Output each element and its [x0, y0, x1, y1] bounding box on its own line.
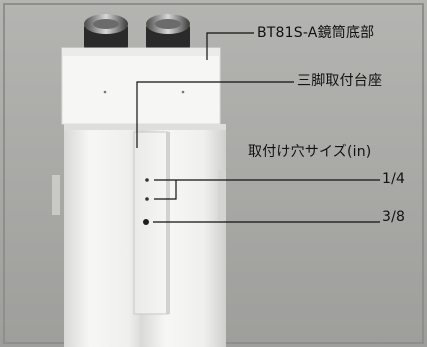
hole-three-eighths: [143, 219, 149, 225]
eyepiece-left: [84, 14, 128, 52]
leader-base: [206, 32, 254, 60]
tripod-mount-plate: [133, 131, 170, 315]
label-hole-size: 取付け穴サイズ(in): [248, 144, 372, 160]
label-scope-base: BT81S-A鏡筒底部: [257, 25, 375, 41]
label-tripod-mount: 三脚取付台座: [297, 73, 383, 89]
hole-quarter-b: [145, 197, 149, 201]
label-quarter-inch: 1/4: [382, 171, 406, 187]
top-housing: [61, 47, 221, 125]
hole-quarter-a: [145, 178, 149, 182]
leader-quarter-b: [154, 180, 177, 200]
eyepiece-right: [146, 14, 190, 52]
leader-mount: [136, 81, 294, 148]
label-three-eighths-inch: 3/8: [382, 209, 406, 225]
